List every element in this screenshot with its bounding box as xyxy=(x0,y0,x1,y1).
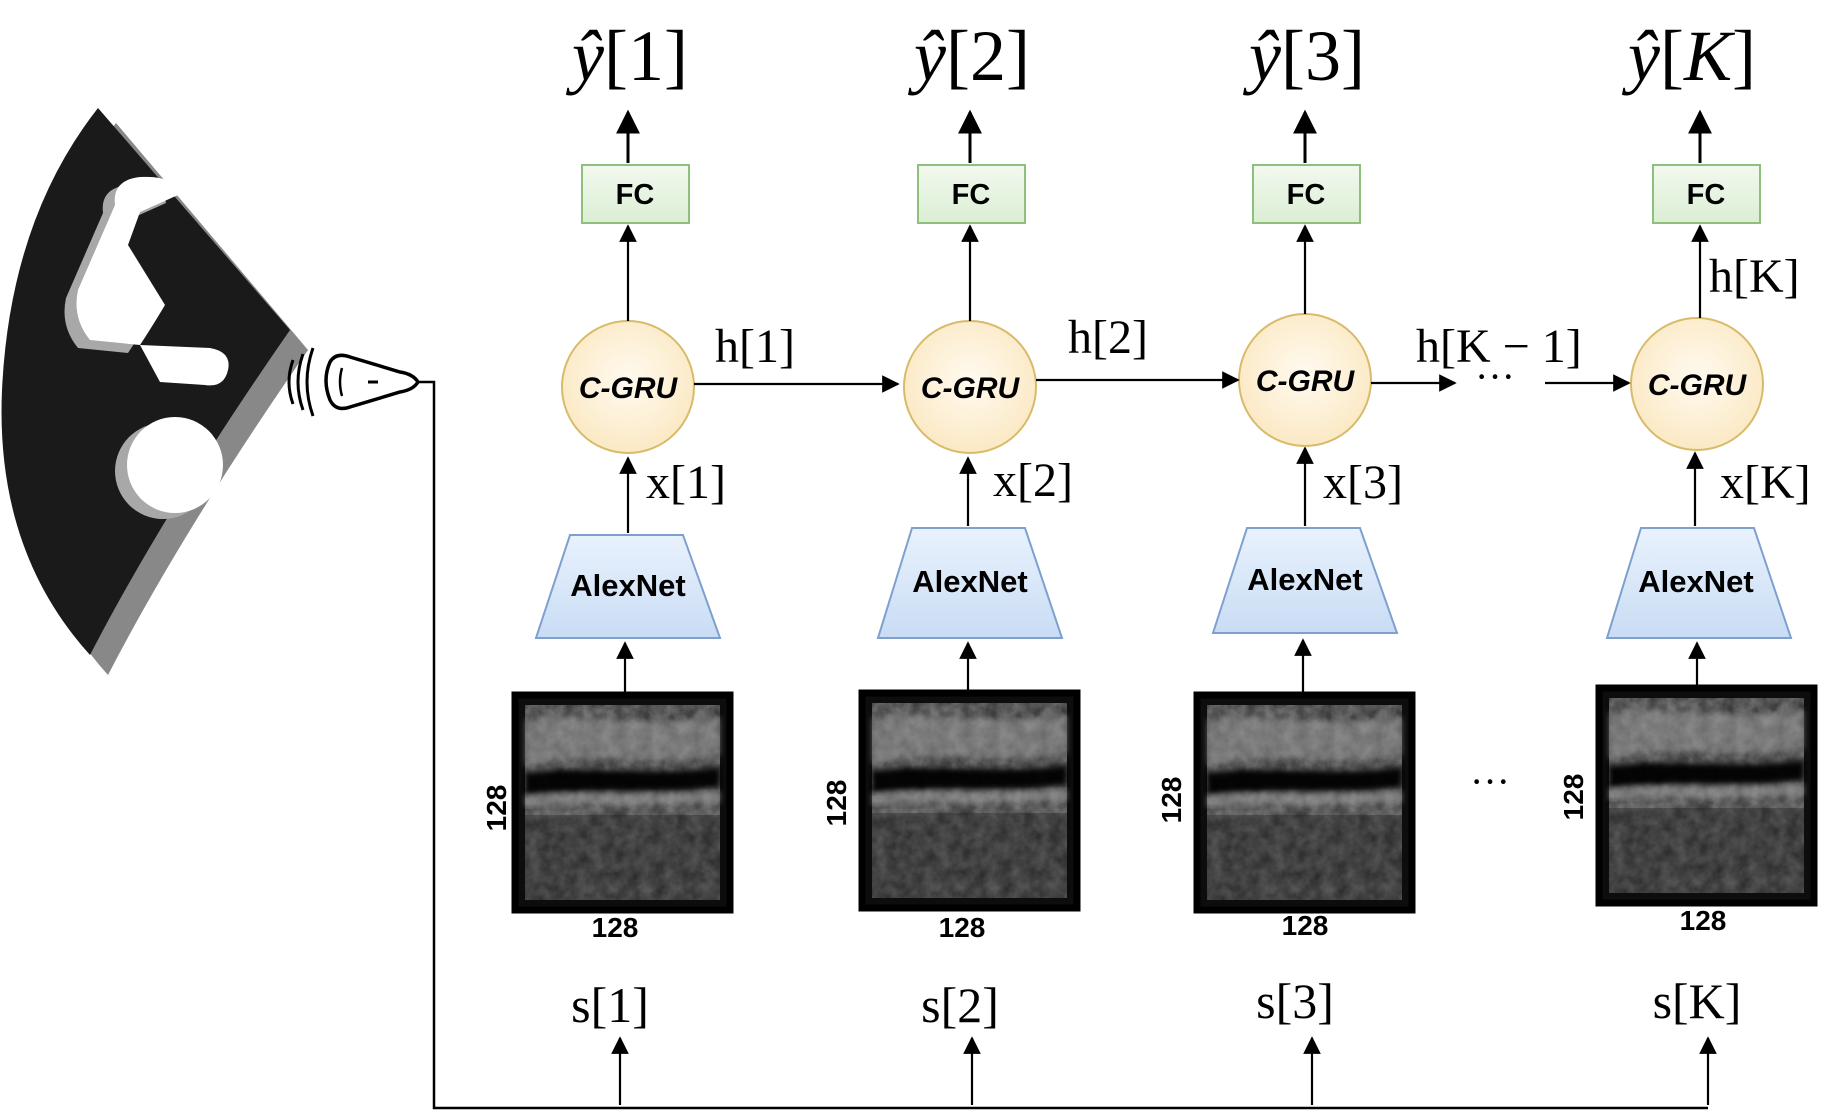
output-bracket-open: [ xyxy=(1281,16,1305,96)
frame-height-label: 128 xyxy=(481,785,512,832)
fetus-ultrasound-icon xyxy=(1,108,309,675)
output-symbol: ŷ xyxy=(1621,16,1660,96)
fc-label: FC xyxy=(1287,179,1326,211)
output-label: ŷ[1] xyxy=(565,16,688,96)
fc-block xyxy=(1252,164,1361,224)
alexnet-label: AlexNet xyxy=(1247,562,1362,597)
timestep-column: s[K] 128 128 AlexNet x[K] C-GRU h[K] FC … xyxy=(1558,16,1814,1105)
fc-block xyxy=(917,164,1026,224)
feature-label: x[2] xyxy=(993,454,1073,507)
frame-height-label: 128 xyxy=(1156,777,1187,824)
recurrent-connections: h[1] h[2] ··· h[K − 1] ··· xyxy=(694,311,1631,804)
sweep-label: s[2] xyxy=(921,977,999,1033)
output-bracket-close: ] xyxy=(1732,16,1756,96)
sweep-label: s[3] xyxy=(1256,973,1334,1029)
alexnet-label: AlexNet xyxy=(570,568,685,603)
alexnet-block xyxy=(876,527,1064,639)
fc-label: FC xyxy=(1687,179,1726,211)
cgru-label: C-GRU xyxy=(579,372,679,405)
feature-label: x[K] xyxy=(1720,456,1811,509)
hidden-label: h[K − 1] xyxy=(1416,320,1582,373)
output-symbol: ŷ xyxy=(907,16,946,96)
cgru-label: C-GRU xyxy=(1648,369,1748,402)
output-index: 2 xyxy=(970,16,1006,96)
output-bracket-open: [ xyxy=(604,16,628,96)
output-symbol: ŷ xyxy=(1242,16,1281,96)
output-bracket-close: ] xyxy=(1006,16,1030,96)
output-label: ŷ[K] xyxy=(1621,16,1756,96)
hidden-label: h[1] xyxy=(715,320,795,373)
hidden-label-last: h[K] xyxy=(1709,250,1800,303)
frame-width-label: 128 xyxy=(939,912,986,943)
fc-block xyxy=(1652,164,1761,224)
frame-width-label: 128 xyxy=(1282,910,1329,941)
output-symbol: ŷ xyxy=(565,16,604,96)
timestep-column: s[1] 128 128 AlexNet x[1] C-GRU FC ŷ[1] xyxy=(481,16,730,1105)
ellipsis: ··· xyxy=(1470,759,1510,804)
fc-block xyxy=(581,164,690,224)
ellipsis: ··· xyxy=(1475,354,1515,399)
output-index: 1 xyxy=(628,16,664,96)
alexnet-block xyxy=(1605,527,1793,639)
cgru-label: C-GRU xyxy=(921,372,1021,405)
frame-height-label: 128 xyxy=(821,780,852,827)
output-label: ŷ[3] xyxy=(1242,16,1365,96)
sweep-label: s[1] xyxy=(571,977,649,1033)
output-index: K xyxy=(1683,16,1736,96)
hidden-label: h[2] xyxy=(1068,311,1148,364)
fc-label: FC xyxy=(952,179,991,211)
alexnet-label: AlexNet xyxy=(912,564,1027,599)
alexnet-block xyxy=(1211,527,1399,634)
output-bracket-close: ] xyxy=(1341,16,1365,96)
cgru-node xyxy=(1630,317,1764,451)
fc-label: FC xyxy=(616,179,655,211)
ultrasound-frame-image xyxy=(1197,695,1412,910)
sweep-label: s[K] xyxy=(1653,973,1742,1029)
ultrasound-frame-image xyxy=(862,693,1077,908)
output-bracket-open: [ xyxy=(946,16,970,96)
output-bracket-close: ] xyxy=(664,16,688,96)
ultrasound-frame-image xyxy=(515,695,730,910)
timestep-column: s[3] 128 128 AlexNet x[3] C-GRU FC ŷ[3] xyxy=(1156,16,1412,1105)
ultrasound-probe-icon xyxy=(287,347,421,417)
signal-feed-line xyxy=(418,380,1708,1110)
timestep-column: s[2] 128 128 AlexNet x[2] C-GRU FC ŷ[2] xyxy=(821,16,1077,1105)
output-bracket-open: [ xyxy=(1660,16,1684,96)
frame-height-label: 128 xyxy=(1558,774,1589,821)
ultrasound-frame-image xyxy=(1599,688,1814,903)
output-label: ŷ[2] xyxy=(907,16,1030,96)
feature-label: x[1] xyxy=(646,456,726,509)
feature-label: x[3] xyxy=(1323,456,1403,509)
cgru-label: C-GRU xyxy=(1256,365,1356,398)
frame-width-label: 128 xyxy=(1680,905,1727,936)
alexnet-label: AlexNet xyxy=(1638,564,1753,599)
alexnet-block xyxy=(534,534,722,639)
frame-width-label: 128 xyxy=(592,912,639,943)
output-index: 3 xyxy=(1305,16,1341,96)
